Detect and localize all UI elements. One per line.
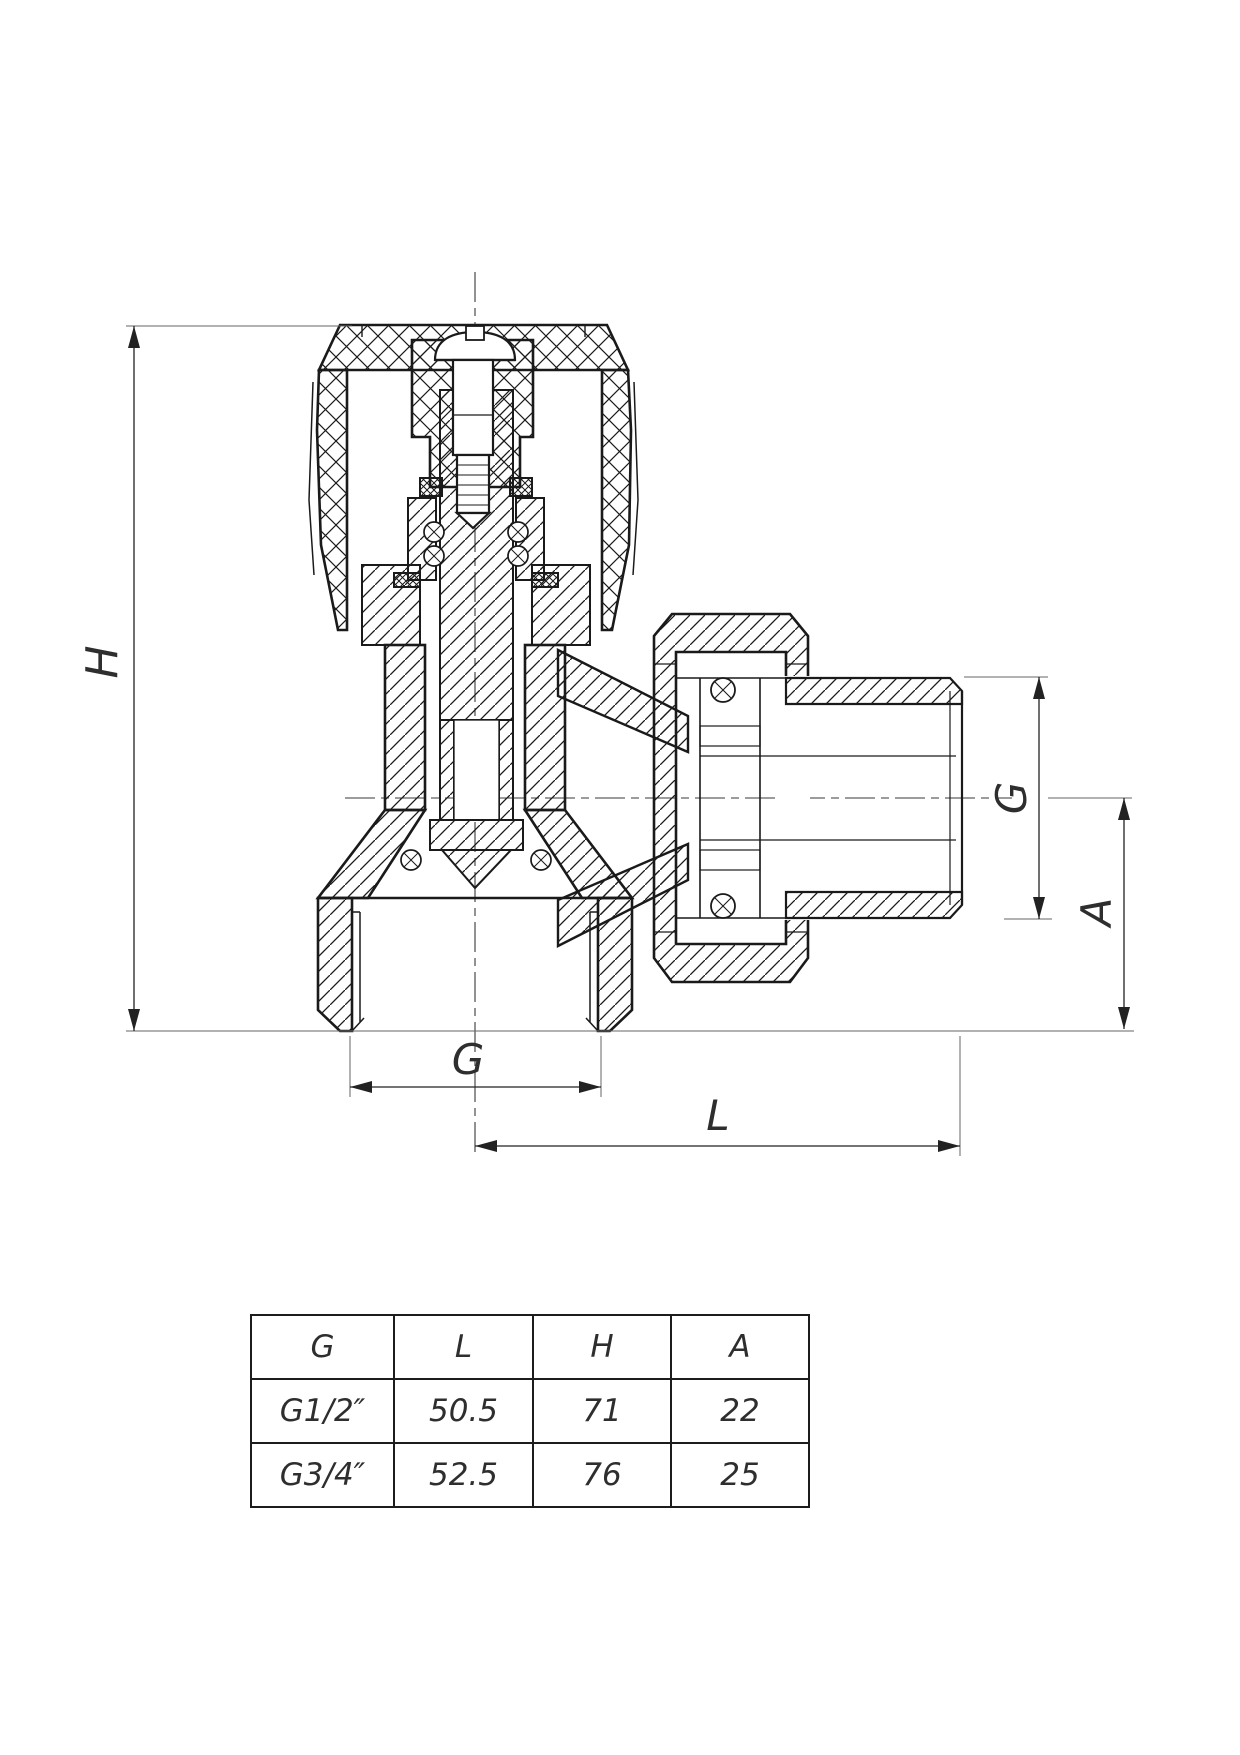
screw-slot — [465, 325, 485, 341]
arrowhead — [1118, 1007, 1130, 1029]
table-cell-row2-a: 25 — [720, 1457, 760, 1493]
table-cell-row1-g: G1/2″ — [252, 1380, 395, 1444]
male-thread-tailpiece — [676, 676, 964, 920]
dimension-table: G L H A G1/2″ 50.5 71 22 G3/4″ 52.5 76 2… — [250, 1314, 810, 1508]
female-thread-lines — [359, 912, 591, 1022]
table-cell-row1-h: 71 — [534, 1380, 672, 1444]
dim-label-g-right: G — [987, 782, 1036, 815]
valve-cone-tip — [439, 849, 514, 890]
arrowhead — [1033, 677, 1045, 699]
valve-body — [315, 643, 635, 900]
table-cell-row1-l: 50.5 — [395, 1380, 534, 1444]
union-nut — [652, 612, 810, 984]
knurl-left — [393, 572, 421, 588]
dimension-h: H — [77, 325, 1134, 1032]
table-cell-row1-a: 22 — [672, 1380, 808, 1444]
o-ring-seal-lower-right — [710, 893, 736, 919]
valve-disc — [429, 819, 524, 851]
handle-screw — [433, 325, 517, 530]
screw-thread-lines — [457, 464, 489, 506]
knurl-right — [531, 572, 559, 588]
dim-label-h: H — [77, 645, 128, 678]
dimension-g-right: G — [964, 676, 1052, 920]
table-header-h: H — [534, 1316, 672, 1380]
table-header-l: L — [395, 1316, 534, 1380]
dim-label-l: L — [706, 1091, 729, 1140]
bottom-female-connection — [316, 896, 634, 1033]
gland-bonnet — [361, 477, 591, 646]
o-ring-seal-upper-right — [710, 677, 736, 703]
arrowhead — [1118, 798, 1130, 820]
arrowhead — [350, 1081, 372, 1093]
arrowhead — [579, 1081, 601, 1093]
arrowhead — [475, 1140, 497, 1152]
table-cell-row2-h: 76 — [534, 1444, 672, 1506]
stem-o-rings — [423, 521, 529, 567]
table-header-g: G — [252, 1316, 395, 1380]
table-cell-row2-l: 52.5 — [395, 1444, 534, 1506]
body-lower-o-rings — [400, 849, 552, 871]
dim-label-a: A — [1072, 898, 1121, 930]
dimension-g-bottom: G — [349, 1035, 602, 1097]
handle-skirt-line-left — [308, 381, 315, 576]
dimension-a: A — [1048, 797, 1132, 1029]
dimension-l: L — [475, 1036, 961, 1156]
thread-cutout — [780, 676, 810, 920]
arrowhead — [938, 1140, 960, 1152]
arrowhead — [128, 1009, 140, 1031]
table-cell-row2-g: G3/4″ — [252, 1444, 395, 1506]
table-header-a: A — [672, 1316, 808, 1380]
seal-square-left — [419, 477, 443, 497]
arrowhead — [1033, 897, 1045, 919]
seal-square-right — [509, 477, 533, 497]
arrowhead — [128, 326, 140, 348]
dim-label-g-bottom: G — [452, 1035, 485, 1084]
handle-skirt-line-right — [632, 381, 639, 576]
